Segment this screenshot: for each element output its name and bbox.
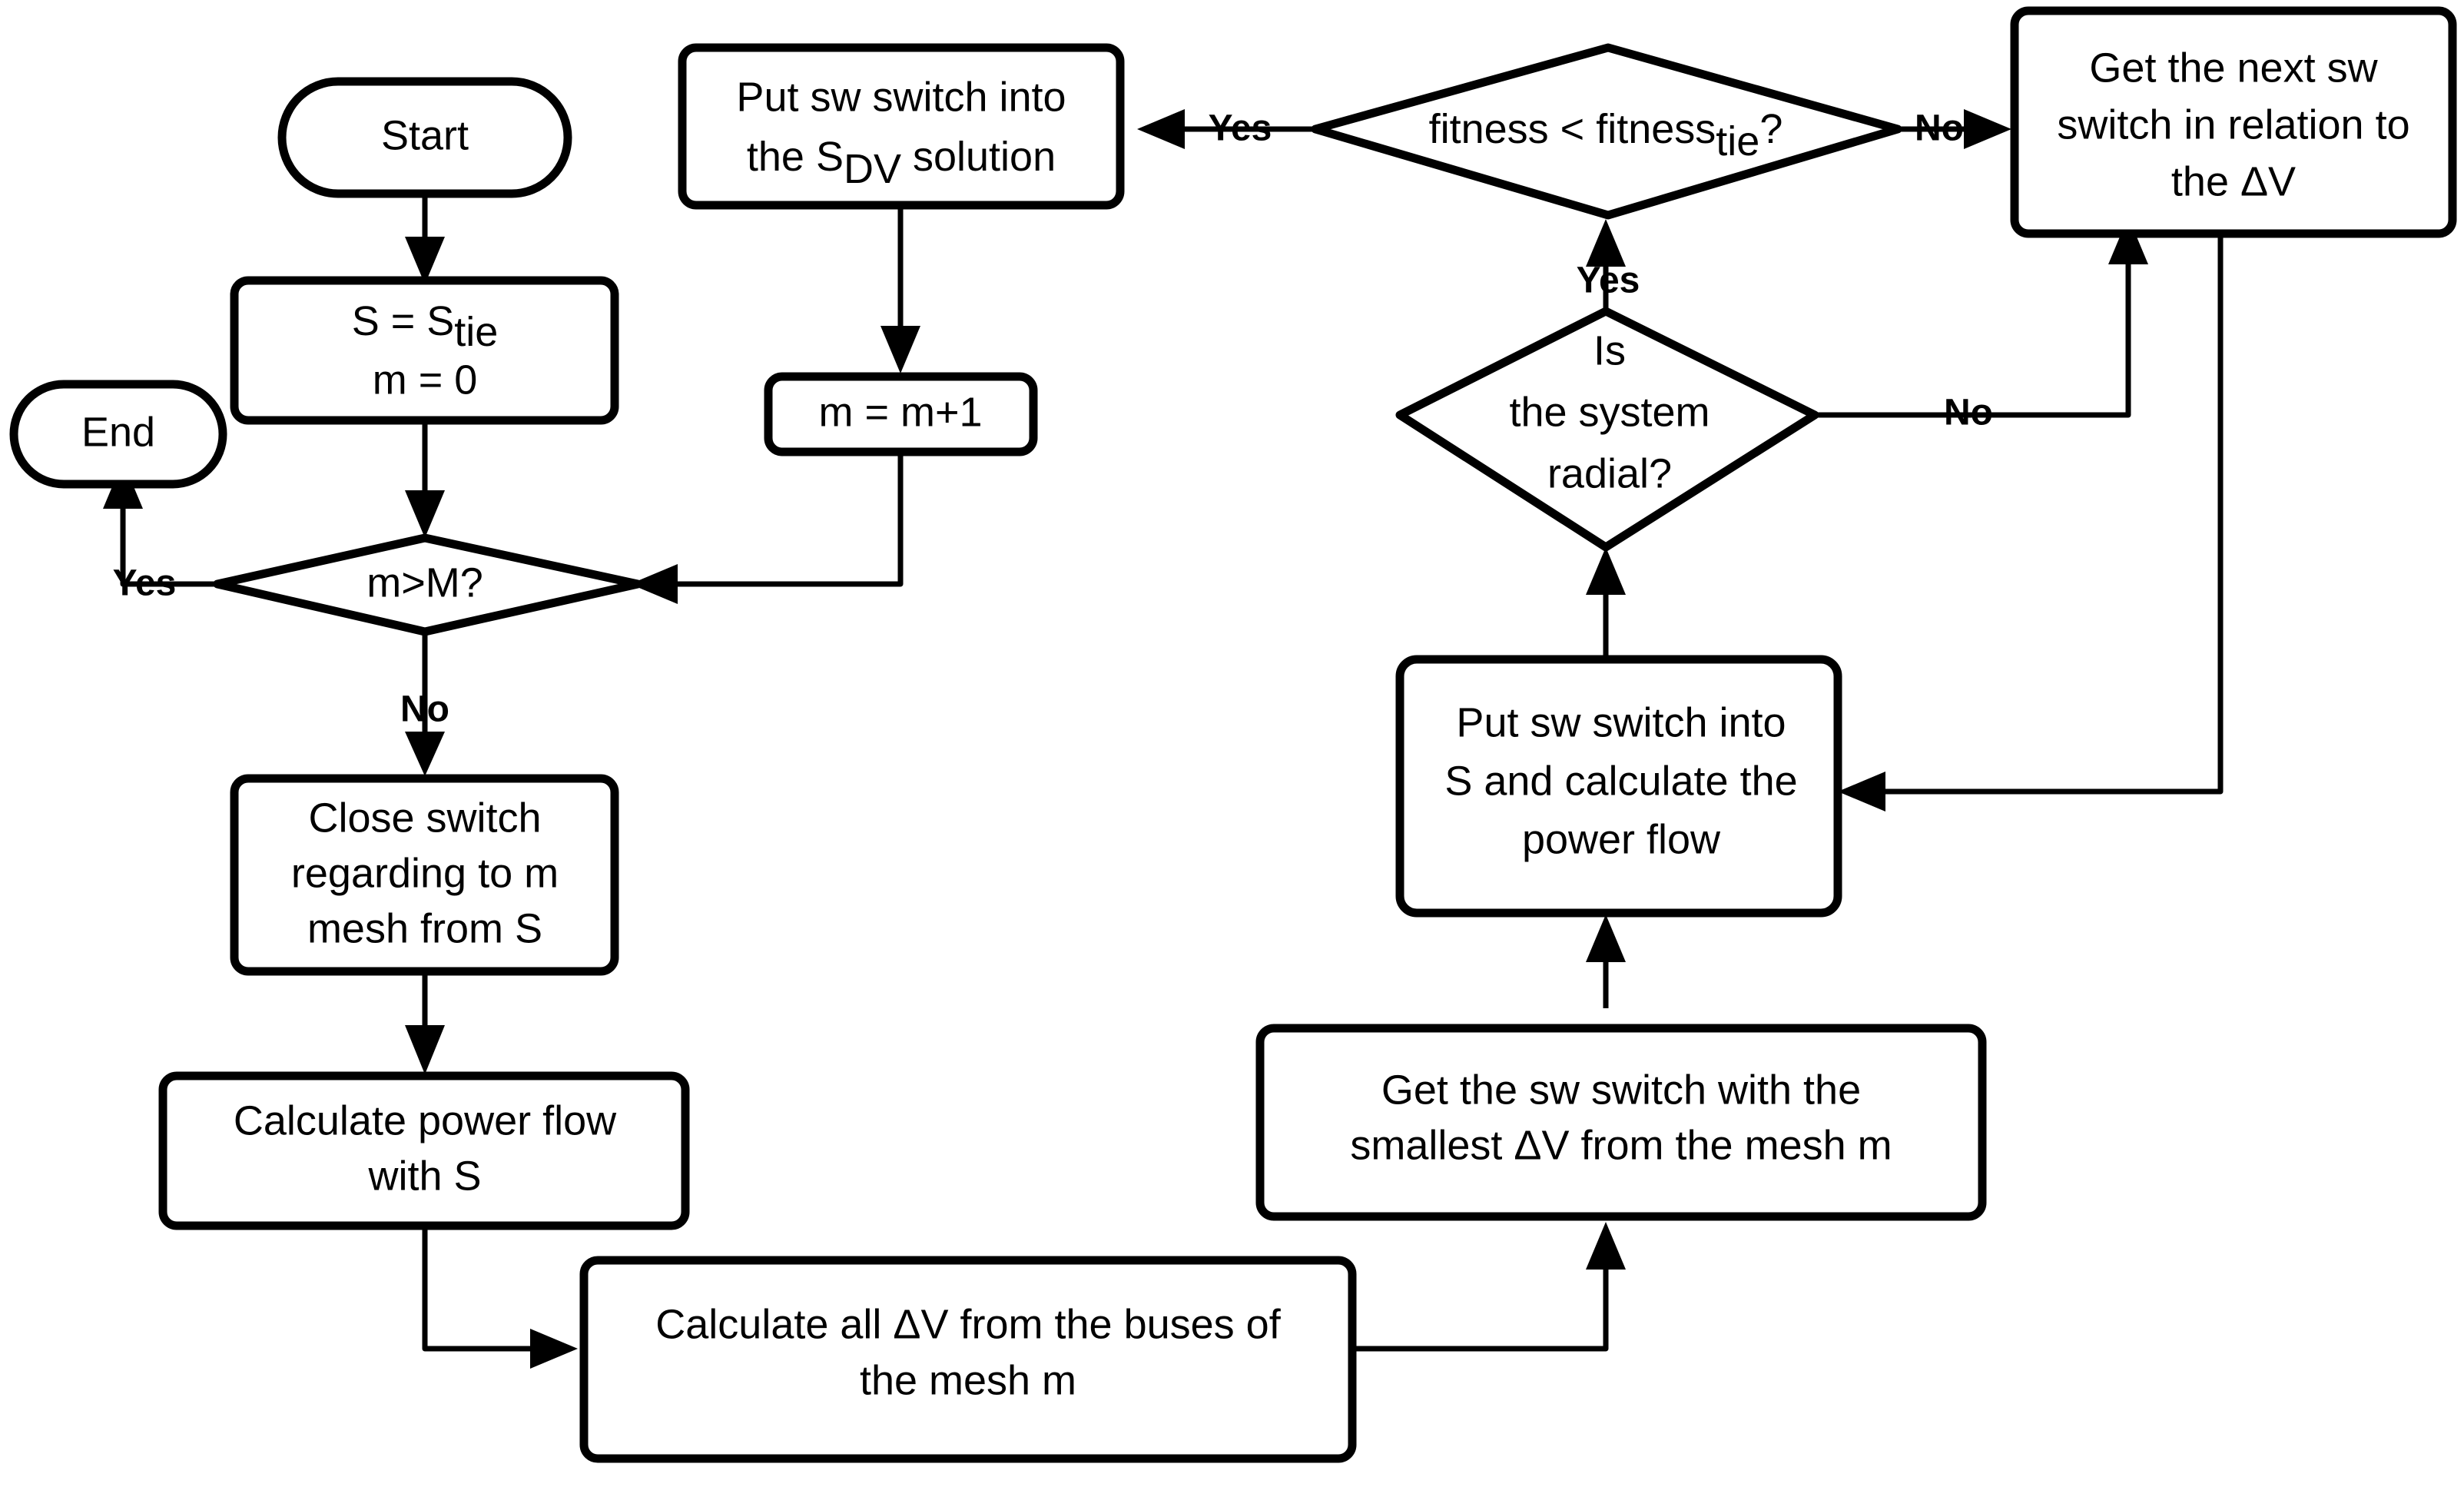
fitness-check-main: fitness < fitness [1429,106,1716,152]
start-label: Start [381,112,469,158]
put-sw-into-sdv-line1: Put sw switch into [736,74,1066,120]
node-fitness-check[interactable]: fitness < fitnesstie? [1311,43,1902,220]
end-terminator-shape [9,380,227,489]
radial-check-line2: the system [1509,389,1710,435]
edge-label-radial-no: No [1944,393,1993,433]
put-sw-into-s-line1: Put sw switch into [1456,699,1786,745]
fitness-check-decision-shape [1311,43,1902,220]
get-next-sw-line1: Get the next sw [2089,45,2378,91]
edge-label-fitness-no: No [1915,108,1964,149]
edge-label-radial-yes: Yes [1577,261,1640,301]
edge-init-to-mcheck [405,420,445,538]
calc-power-flow-line2: with S [367,1153,481,1199]
get-next-sw-line2: switch in relation to [2057,101,2409,148]
node-put-sw-into-s[interactable]: Put sw switch into S and calculate the p… [1395,655,1842,918]
radial-check-line3: radial? [1547,450,1672,496]
node-start[interactable]: Start [277,77,572,198]
start-terminator-shape [277,77,572,198]
node-m-check[interactable]: m>M? [213,533,642,636]
edge-label-mcheck-no: No [400,689,449,730]
node-put-sw-into-sdv[interactable]: Put sw switch into the SDV solution [678,43,1125,210]
node-get-next-sw[interactable]: Get the next sw switch in relation to th… [2010,6,2457,238]
edge-increment-to-mcheck [630,452,904,604]
edge-radial-yes-to-fitness [1586,219,1626,311]
radial-check-line1: Is [1593,327,1626,373]
edge-getsmallest-to-putsws [1586,914,1626,1008]
put-sw-into-s-line3: power flow [1522,816,1721,862]
put-sw-into-s-line2: S and calculate the [1444,758,1797,804]
get-next-sw-process-shape [2010,6,2457,238]
calc-delta-v-process-shape [579,1256,1357,1463]
node-increment-m[interactable]: m = m+1 [764,372,1038,456]
get-next-sw-line3: the ΔV [2171,158,2296,204]
init-line1: S = Stie [352,298,499,355]
put-sw-into-sdv-line2-subscript: DV [844,146,901,192]
init-process-shape [230,276,619,425]
init-line2: m = 0 [373,357,478,403]
fitness-check-subscript: tie [1716,118,1759,164]
m-check-decision-shape [213,533,642,636]
end-label: End [81,409,155,455]
edge-close-to-calcpf [405,971,445,1074]
edge-fitness-no-to-getnext [1898,109,2011,149]
edge-calcpf-to-calcdv [422,1226,578,1369]
node-get-smallest-dv[interactable]: Get the sw switch with the smallest ΔV f… [1255,1024,1987,1221]
put-sw-into-sdv-line2-main: the S [747,134,844,180]
put-sw-into-sdv-line2: the SDV solution [747,134,1056,192]
edge-putsdv-to-increment [880,206,920,373]
init-line1-subscript: tie [454,309,498,355]
fitness-check-question: ? [1759,106,1783,152]
close-switch-process-shape [230,774,619,976]
put-sw-into-sdv-line2-tail: solution [901,134,1056,180]
get-smallest-dv-process-shape [1255,1024,1987,1221]
close-switch-line2: regarding to m [291,850,559,896]
node-radial-check[interactable]: Is the system radial? [1395,307,1819,552]
node-end[interactable]: End [9,380,227,489]
increment-m-label: m = m+1 [818,389,982,435]
edge-calcdv-to-getsmallest [1352,1222,1626,1352]
calc-power-flow-process-shape [158,1071,690,1230]
node-calc-delta-v[interactable]: Calculate all ΔV from the buses of the m… [579,1256,1357,1463]
put-sw-into-sdv-process-shape [678,43,1125,210]
calc-delta-v-line1: Calculate all ΔV from the buses of [655,1301,1281,1347]
get-smallest-dv-line1: Get the sw switch with the [1381,1067,1861,1113]
close-switch-line3: mesh from S [307,905,542,951]
edge-fitness-yes-to-putsdv [1137,109,1314,149]
calc-power-flow-line1: Calculate power flow [234,1097,617,1143]
get-smallest-dv-line2: smallest ΔV from the mesh m [1350,1122,1892,1168]
calc-delta-v-line2: the mesh m [860,1357,1076,1403]
fitness-check-label: fitness < fitnesstie? [1429,106,1783,164]
init-line1-main: S = S [352,298,455,344]
edge-start-to-init [405,194,445,284]
m-check-label: m>M? [366,559,483,606]
node-close-switch[interactable]: Close switch regarding to m mesh from S [230,774,619,976]
edge-radial-no-to-getnext [1809,217,2148,418]
edge-label-mcheck-yes: Yes [113,563,177,604]
put-sw-into-s-process-shape [1395,655,1842,918]
edge-getnext-to-putsws [1838,231,2224,812]
radial-check-decision-shape [1395,307,1819,552]
edge-label-fitness-yes: Yes [1209,108,1272,149]
node-init[interactable]: S = Stie m = 0 [230,276,619,425]
increment-m-process-shape [764,372,1038,456]
edge-mcheck-no-to-close [405,632,445,776]
node-calc-power-flow[interactable]: Calculate power flow with S [158,1071,690,1230]
close-switch-line1: Close switch [308,795,541,841]
